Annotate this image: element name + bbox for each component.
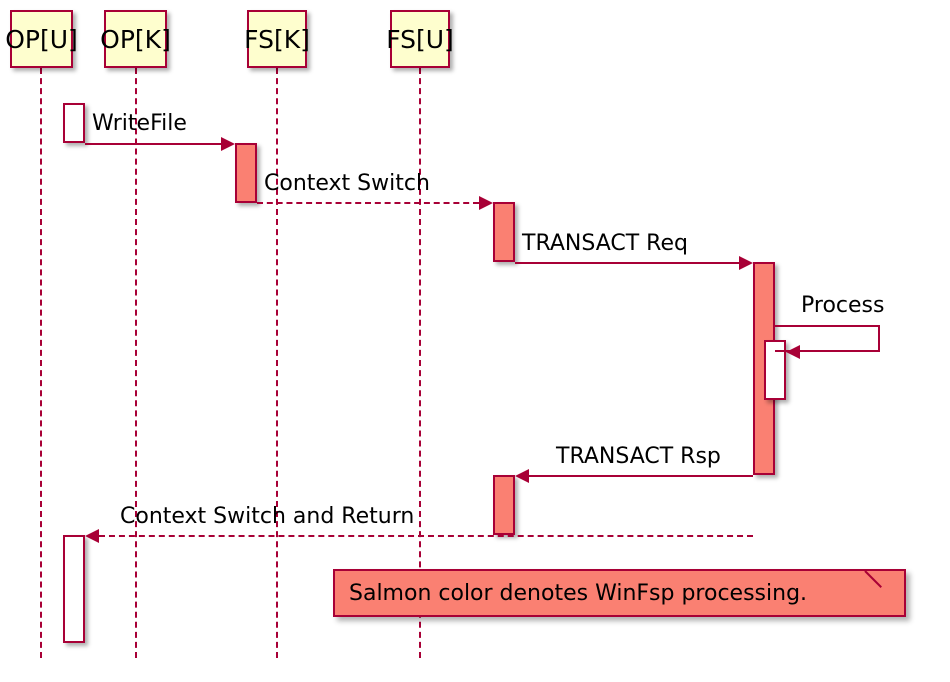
activation-fs-k-response — [493, 475, 515, 535]
message-line-transact-rsp — [529, 475, 753, 477]
message-label-transact-rsp: TRANSACT Rsp — [556, 444, 721, 469]
message-line-transact-req — [515, 262, 739, 264]
message-selfcall-process — [775, 325, 880, 352]
note-salmon-legend: Salmon color denotes WinFsp processing. — [333, 569, 906, 617]
participant-fs-k[interactable]: FS[K] — [244, 10, 310, 68]
message-arrow-process — [786, 345, 800, 359]
note-text: Salmon color denotes WinFsp processing. — [349, 580, 808, 606]
message-arrow-transact-rsp — [515, 469, 529, 483]
message-arrow-writefile — [221, 137, 235, 151]
lifeline-op-u — [40, 68, 42, 658]
participant-fs-u-label: FS[U] — [386, 24, 454, 54]
participant-fs-u[interactable]: FS[U] — [386, 10, 454, 68]
message-line-writefile — [85, 143, 221, 145]
activation-fs-u-process — [764, 340, 786, 400]
participant-op-u-label: OP[U] — [5, 24, 78, 54]
message-arrow-context-switch — [479, 196, 493, 210]
note-fold-corner — [888, 571, 904, 587]
message-label-context-switch: Context Switch — [264, 171, 430, 196]
message-line-context-switch — [257, 202, 479, 204]
participant-op-u[interactable]: OP[U] — [5, 10, 78, 68]
participant-op-k-label: OP[K] — [100, 24, 171, 54]
activation-fs-k-request — [493, 202, 515, 262]
activation-op-k — [235, 143, 257, 203]
message-line-context-switch-return — [99, 535, 753, 537]
participant-op-k[interactable]: OP[K] — [100, 10, 171, 68]
lifeline-op-k — [135, 68, 137, 658]
activation-op-u-return — [63, 535, 85, 643]
activation-op-u-initial — [63, 103, 85, 143]
message-label-writefile: WriteFile — [92, 111, 187, 136]
message-label-context-switch-return: Context Switch and Return — [120, 504, 415, 529]
lifeline-fs-k — [276, 68, 278, 658]
message-label-transact-req: TRANSACT Req — [522, 231, 688, 256]
lifeline-fs-u — [419, 68, 421, 658]
message-arrow-transact-req — [739, 256, 753, 270]
note-fold-line — [864, 570, 882, 588]
message-label-process: Process — [801, 293, 885, 318]
message-arrow-context-switch-return — [85, 529, 99, 543]
participant-fs-k-label: FS[K] — [244, 24, 310, 54]
